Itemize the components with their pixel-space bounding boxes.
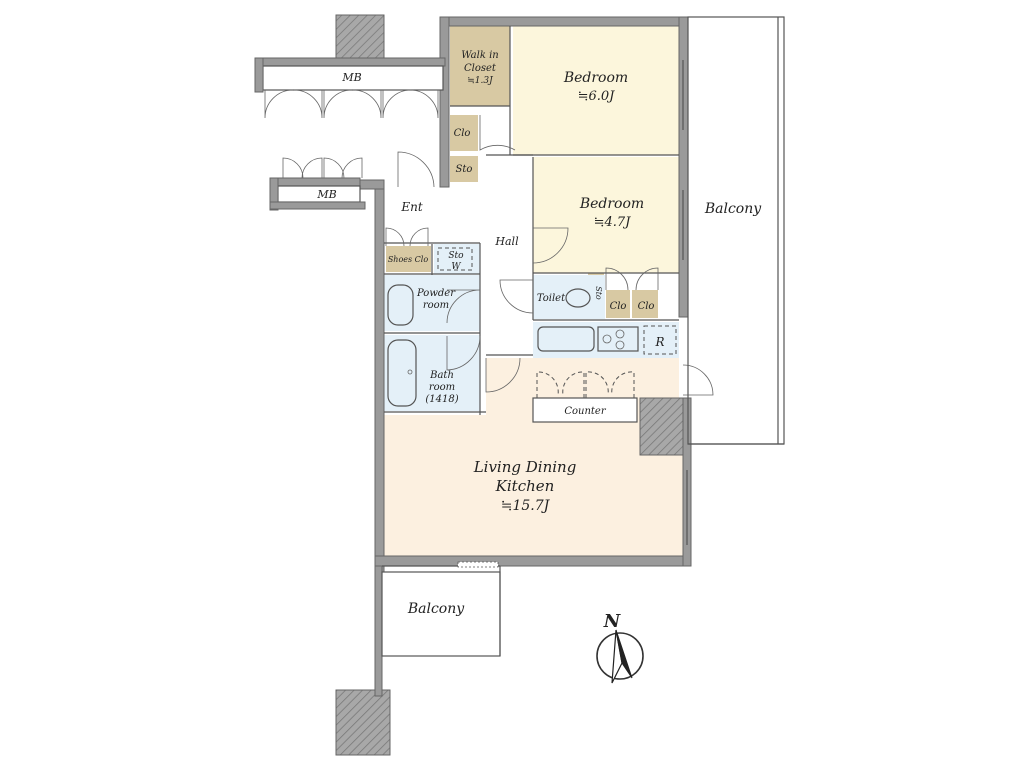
sto-hall-floor bbox=[450, 156, 478, 182]
ldk-label-1: Living Dining bbox=[473, 458, 577, 476]
column-southwest bbox=[335, 689, 391, 756]
entrance-label: Ent bbox=[400, 200, 422, 214]
balcony-east-label: Balcony bbox=[704, 201, 762, 217]
shoes-closet-floor bbox=[386, 246, 431, 272]
compass-label: N bbox=[603, 611, 622, 632]
toilet-label: Toilet bbox=[537, 293, 566, 304]
counter-label: Counter bbox=[564, 406, 606, 417]
bath-room-label-2: room bbox=[429, 382, 455, 393]
bedroom-large-label: Bedroom bbox=[563, 70, 628, 86]
wall-sw-vertical bbox=[374, 565, 383, 697]
sto-toilet-label: Sto bbox=[594, 286, 603, 300]
bath-room-floor bbox=[384, 335, 480, 411]
column-east bbox=[639, 397, 684, 456]
clo-bed1-label: Clo bbox=[610, 301, 627, 312]
clo-bed1-floor bbox=[606, 290, 630, 318]
kitchen-strip-floor bbox=[533, 322, 679, 358]
refrigerator-label: R bbox=[654, 335, 664, 349]
powder-room-label-2: room bbox=[423, 300, 449, 311]
mb-top-label: MB bbox=[341, 71, 361, 84]
wall-south bbox=[374, 555, 691, 567]
clo-bed2-label: Clo bbox=[638, 301, 655, 312]
clo-hall-label: Clo bbox=[454, 128, 471, 139]
powder-room-floor bbox=[384, 275, 480, 331]
mb-bottom-label: MB bbox=[316, 188, 336, 201]
powder-room-label-1: Powder bbox=[416, 288, 456, 299]
wall-west-upper bbox=[439, 16, 450, 188]
bath-room-label-1: Bath bbox=[429, 370, 454, 381]
bedroom-small-label: Bedroom bbox=[579, 196, 644, 212]
ldk-size: ≒15.7J bbox=[501, 498, 551, 514]
walk-in-closet-label-2: Closet bbox=[464, 63, 497, 74]
sto-hall-label: Sto bbox=[456, 164, 473, 175]
walk-in-closet-label-1: Walk in bbox=[461, 50, 498, 61]
wall-ent bbox=[357, 179, 385, 190]
wall-north bbox=[439, 16, 686, 27]
sto-powder-label: Sto bbox=[448, 251, 464, 261]
bedroom-large-size: ≒6.0J bbox=[578, 89, 616, 104]
walk-in-closet-floor bbox=[450, 26, 510, 106]
toilet-floor bbox=[533, 275, 605, 319]
clo-bed2-floor bbox=[632, 290, 658, 318]
balcony-south-label: Balcony bbox=[407, 601, 465, 617]
washer-label: W bbox=[451, 262, 461, 272]
hall-label: Hall bbox=[494, 235, 519, 248]
wall-west-mid bbox=[374, 179, 385, 581]
shoes-closet-label: Shoes Clo bbox=[388, 255, 429, 264]
north-arrow-icon: N bbox=[596, 611, 644, 684]
bath-room-size: (1418) bbox=[425, 394, 458, 405]
bedroom-small-size: ≒4.7J bbox=[594, 215, 632, 230]
bedroom-large-floor bbox=[513, 26, 679, 155]
clo-hall-floor bbox=[450, 115, 478, 151]
walk-in-closet-size: ≒1.3J bbox=[467, 76, 494, 86]
ldk-label-2: Kitchen bbox=[495, 477, 555, 495]
